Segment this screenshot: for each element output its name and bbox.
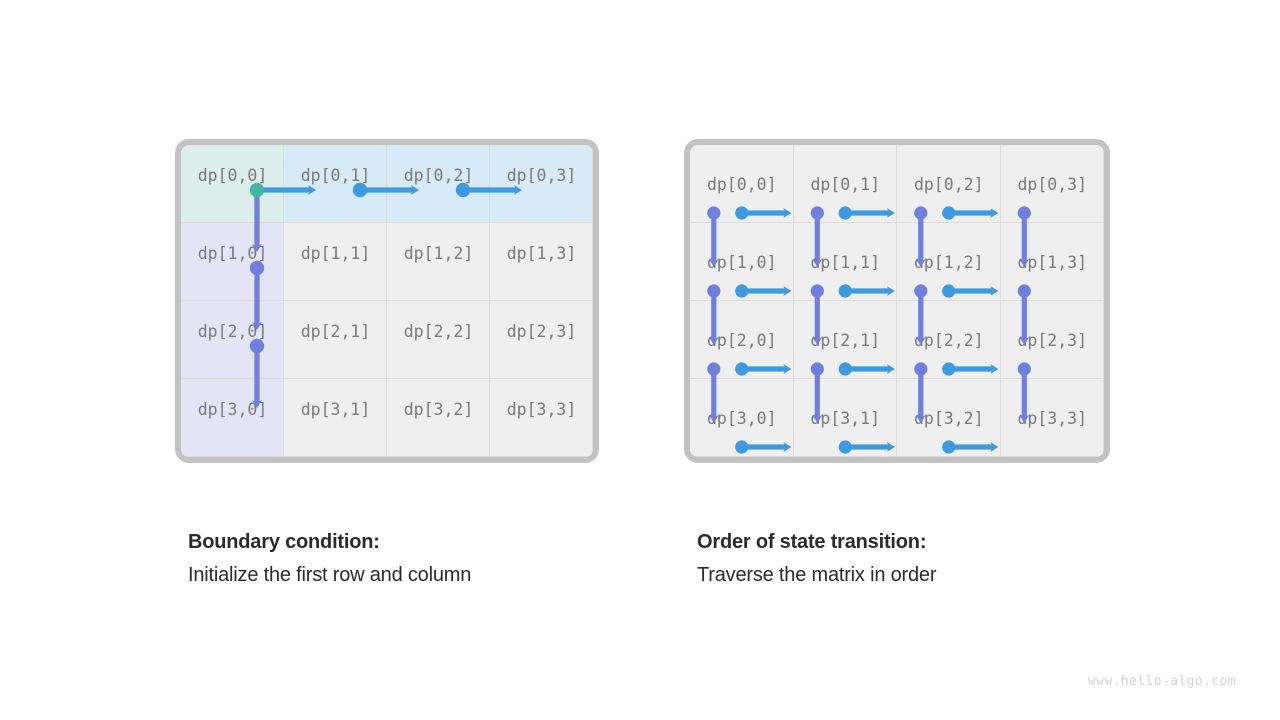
- watermark: www.hello-algo.com: [1087, 674, 1236, 689]
- caption-left-heading: Boundary condition:: [188, 531, 380, 553]
- grid-cell-label: dp[2,1]: [810, 330, 881, 350]
- panel-state-transition: dp[0,0] dp[0,1] dp[0,2] dp[0,3] dp[1,0] dp[1,…: [684, 139, 1110, 463]
- caption-right-heading: Order of state transition:: [697, 531, 927, 553]
- grid-cell-label: dp[0,1]: [300, 165, 371, 185]
- grid-cell-label: dp[2,1]: [300, 321, 371, 341]
- grid-cell: dp[1,3]: [1000, 223, 1104, 301]
- grid-cell: dp[0,0]: [181, 145, 284, 223]
- grid-cell-label: dp[3,3]: [1017, 408, 1088, 428]
- grid-cell-label: dp[0,0]: [706, 174, 777, 194]
- caption-left-body: Initialize the first row and column: [188, 564, 472, 586]
- grid-cell: dp[2,3]: [1000, 301, 1104, 379]
- grid-cell: dp[1,1]: [793, 223, 897, 301]
- grid-cell-label: dp[0,2]: [403, 165, 474, 185]
- grid-cell-label: dp[1,1]: [300, 243, 371, 263]
- grid-cell: dp[3,1]: [284, 379, 387, 457]
- grid-cell: dp[3,2]: [387, 379, 490, 457]
- grid-cell-label: dp[1,3]: [1017, 252, 1088, 272]
- grid-cell-label: dp[1,2]: [403, 243, 474, 263]
- grid-cell: dp[2,2]: [387, 301, 490, 379]
- grid-cell: dp[1,3]: [490, 223, 593, 301]
- grid-cell-label: dp[2,3]: [506, 321, 577, 341]
- grid-cell-label: dp[0,1]: [810, 174, 881, 194]
- grid-cell: dp[1,2]: [897, 223, 1001, 301]
- grid-cell: dp[2,3]: [490, 301, 593, 379]
- dp-grid-right: dp[0,0] dp[0,1] dp[0,2] dp[0,3] dp[1,0] dp[1,…: [690, 145, 1104, 457]
- grid-cell-label: dp[0,2]: [913, 174, 984, 194]
- grid-cell-label: dp[3,2]: [403, 399, 474, 419]
- grid-cell: dp[0,0]: [690, 145, 794, 223]
- grid-cell: dp[1,2]: [387, 223, 490, 301]
- grid-cell: dp[3,3]: [1000, 379, 1104, 457]
- grid-cell-label: dp[3,0]: [197, 399, 268, 419]
- grid-cell-label: dp[2,2]: [403, 321, 474, 341]
- grid-cell-label: dp[0,3]: [506, 165, 577, 185]
- grid-cell-label: dp[1,0]: [706, 252, 777, 272]
- panel-boundary-condition: dp[0,0] dp[0,1] dp[0,2] dp[0,3] dp[1,0] dp[1,…: [175, 139, 599, 463]
- caption-state-transition: Order of state transition: Traverse the …: [697, 531, 936, 587]
- grid-cell: dp[3,2]: [897, 379, 1001, 457]
- grid-cell-label: dp[3,1]: [810, 408, 881, 428]
- grid-cell-label: dp[2,0]: [706, 330, 777, 350]
- grid-cell-label: dp[2,0]: [197, 321, 268, 341]
- grid-cell-label: dp[3,0]: [706, 408, 777, 428]
- grid-cell-label: dp[1,2]: [913, 252, 984, 272]
- grid-cell-label: dp[0,3]: [1017, 174, 1088, 194]
- grid-cell: dp[2,0]: [181, 301, 284, 379]
- grid-cell: dp[0,3]: [1000, 145, 1104, 223]
- grid-cell: dp[1,0]: [690, 223, 794, 301]
- grid-cell: dp[3,0]: [181, 379, 284, 457]
- grid-cell-label: dp[3,2]: [913, 408, 984, 428]
- dp-grid-left: dp[0,0] dp[0,1] dp[0,2] dp[0,3] dp[1,0] dp[1,…: [181, 145, 593, 457]
- grid-cell: dp[0,1]: [284, 145, 387, 223]
- caption-right-body: Traverse the matrix in order: [697, 564, 937, 586]
- grid-cell-label: dp[1,0]: [197, 243, 268, 263]
- grid-cell: dp[1,0]: [181, 223, 284, 301]
- grid-cell-label: dp[2,2]: [913, 330, 984, 350]
- grid-cell: dp[2,0]: [690, 301, 794, 379]
- grid-cell-label: dp[2,3]: [1017, 330, 1088, 350]
- grid-cell-label: dp[1,3]: [506, 243, 577, 263]
- caption-boundary-condition: Boundary condition: Initialize the first…: [188, 531, 471, 587]
- grid-cell: dp[3,1]: [793, 379, 897, 457]
- grid-cell: dp[2,1]: [284, 301, 387, 379]
- grid-cell: dp[3,0]: [690, 379, 794, 457]
- grid-cell: dp[2,2]: [897, 301, 1001, 379]
- grid-cell: dp[3,3]: [490, 379, 593, 457]
- grid-cell: dp[0,3]: [490, 145, 593, 223]
- grid-cell: dp[0,2]: [897, 145, 1001, 223]
- grid-cell-label: dp[1,1]: [810, 252, 881, 272]
- grid-cell: dp[0,1]: [793, 145, 897, 223]
- grid-cell: dp[0,2]: [387, 145, 490, 223]
- grid-cell: dp[2,1]: [793, 301, 897, 379]
- grid-cell-label: dp[0,0]: [197, 165, 268, 185]
- grid-cell-label: dp[3,3]: [506, 399, 577, 419]
- grid-cell-label: dp[3,1]: [300, 399, 371, 419]
- grid-cell: dp[1,1]: [284, 223, 387, 301]
